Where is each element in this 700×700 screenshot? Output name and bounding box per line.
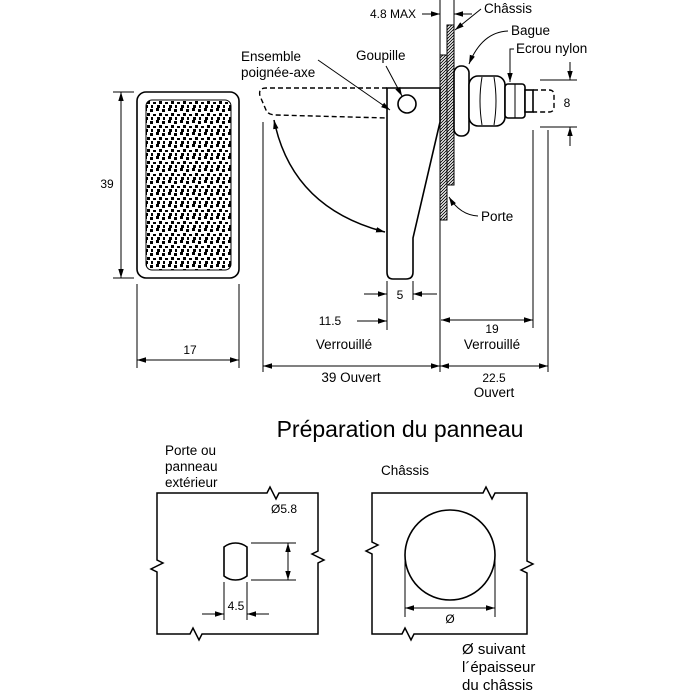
chassis-label: Châssis: [381, 463, 429, 478]
label-porte: Porte: [481, 209, 513, 224]
dim-39-ouvert-label: 39 Ouvert: [321, 370, 381, 385]
leader-porte: [448, 196, 479, 217]
porte-panel-hatched: [439, 54, 448, 221]
chassis-panel-hatched: [446, 24, 455, 186]
section-title: Préparation du panneau: [277, 416, 524, 442]
front-view: 39 17: [100, 91, 240, 368]
stud-end: [524, 89, 534, 113]
note-line2: l´épaisseur: [462, 659, 535, 676]
leader-goupille: [385, 65, 403, 97]
double-d-hole: [223, 542, 248, 581]
stud-extension-dashed: [533, 89, 555, 113]
rotation-arc-arrow: [273, 119, 386, 233]
dim-flat-label: 4.5: [228, 599, 245, 613]
dim-8-label: 8: [564, 96, 571, 110]
leader-chassis: [454, 8, 482, 31]
handle-open-dashed: [258, 87, 388, 119]
label-ecrou-nylon: Ecrou nylon: [516, 41, 587, 56]
panel-outline-broken: [149, 485, 326, 642]
dim-diameter-label: Ø: [445, 612, 454, 626]
bague-body: [468, 75, 506, 127]
label-goupille: Goupille: [356, 48, 406, 63]
round-hole: [404, 509, 496, 601]
dim-11-5-label: 11.5: [319, 314, 342, 328]
bague-flange: [453, 65, 470, 137]
label-ensemble-line2: poignée-axe: [241, 65, 315, 80]
handle-locked: [386, 87, 441, 280]
porte-label-line3: extérieur: [165, 475, 218, 490]
label-ouvert: Ouvert: [474, 385, 515, 400]
label-bague: Bague: [511, 23, 550, 38]
dim-height-label: 39: [100, 177, 114, 191]
dim-hole-label: Ø5.8: [271, 502, 297, 516]
chassis-panel-cutout: Châssis Ø Ø suivant l´épaisseur du châss…: [364, 463, 535, 694]
handle-face-texture: [145, 99, 232, 271]
dim-thickness-label: 4.8 MAX: [370, 7, 416, 21]
dim-5-label: 5: [397, 288, 404, 302]
note-line1: Ø suivant: [462, 641, 526, 658]
dim-19-label: 19: [485, 322, 499, 336]
note-line3: du châssis: [462, 677, 533, 694]
porte-label-line2: panneau: [165, 459, 218, 474]
label-verrouille-left: Verrouillé: [316, 337, 372, 352]
panel-outline-broken: [364, 485, 535, 642]
porte-panel-cutout: Porte ou panneau extérieur Ø5.8 4.5: [149, 443, 326, 642]
leader-bague: [468, 30, 509, 65]
goupille-pin: [397, 94, 417, 114]
side-view: 4.8 MAX Châssis Bague Ecrou nylon Ensemb…: [241, 0, 587, 400]
label-ensemble-line1: Ensemble: [241, 49, 301, 64]
leader-ecrou: [507, 48, 514, 82]
label-chassis: Châssis: [484, 1, 532, 16]
bague-contour: [479, 76, 497, 126]
dim-22-5-label: 22.5: [482, 371, 506, 385]
label-verrouille-right: Verrouillé: [464, 337, 520, 352]
porte-label-line1: Porte ou: [165, 443, 216, 458]
dim-width-label: 17: [183, 343, 197, 357]
leader-ensemble: [317, 59, 391, 111]
